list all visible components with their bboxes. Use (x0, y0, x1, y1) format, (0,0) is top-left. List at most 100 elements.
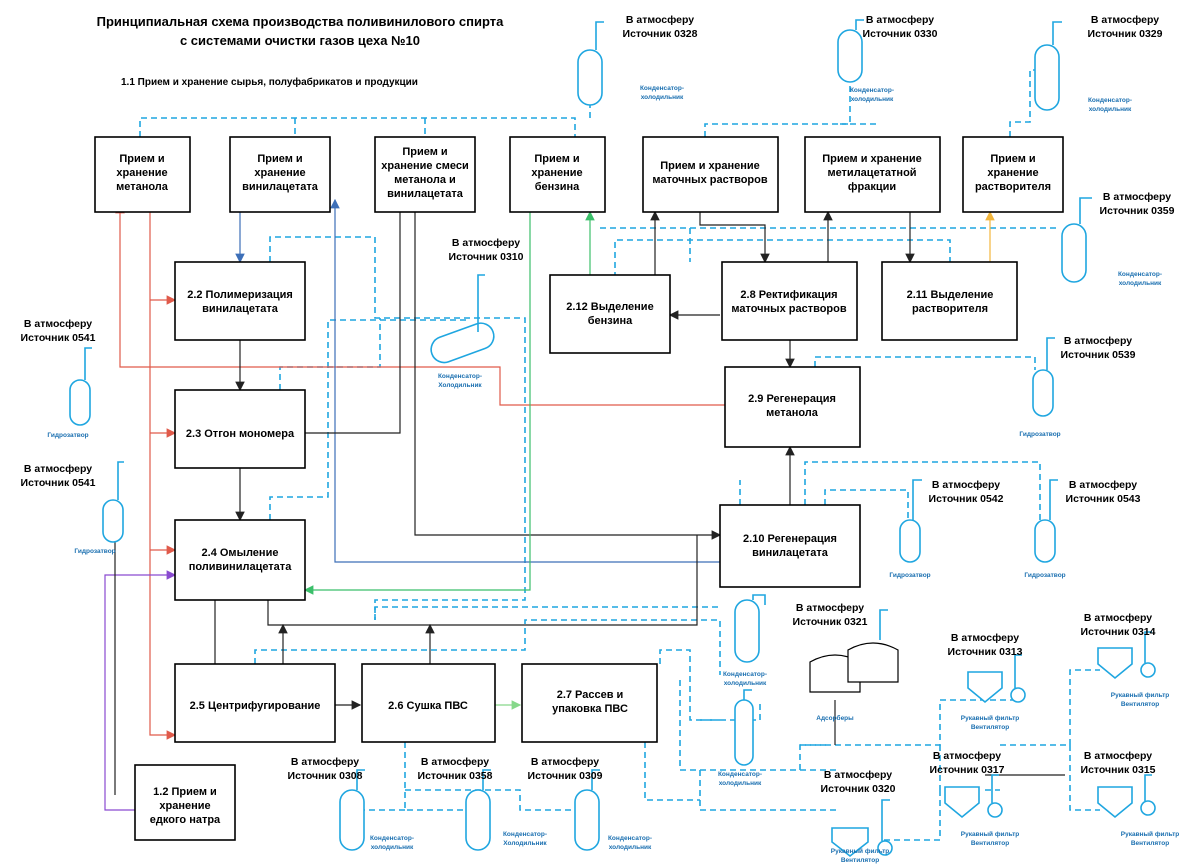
svg-text:Источник 0330: Источник 0330 (863, 28, 938, 40)
svg-text:В атмосферу: В атмосферу (531, 756, 599, 768)
svg-text:Источник 0314: Источник 0314 (1081, 626, 1156, 638)
svg-text:холодильник: холодильник (1119, 280, 1162, 287)
source-0314: В атмосферу Источник 0314 (1081, 612, 1156, 638)
source-0321: В атмосферу Источник 0321 (793, 602, 868, 628)
box-methanol-storage: Прием и хранение метанола (94, 136, 191, 213)
svg-text:Холодильник: Холодильник (438, 382, 482, 389)
adsorbers: Адсорберы (809, 609, 899, 722)
source-0541-a: В атмосферу Источник 0541 (21, 318, 96, 344)
svg-text:Источник 0313: Источник 0313 (948, 646, 1023, 658)
svg-text:Вентилятор: Вентилятор (1131, 840, 1169, 847)
box-label: Прием и (119, 153, 164, 165)
svg-text:Источник 0358: Источник 0358 (418, 770, 493, 782)
box-label: винилацетата (387, 188, 464, 200)
box-2-9-methanol-regeneration: 2.9 Регенерация метанола (724, 366, 861, 448)
bag-filter-0317: Рукавный фильтр Вентилятор (944, 774, 1020, 847)
svg-text:Вентилятор: Вентилятор (841, 857, 879, 864)
svg-text:Вентилятор: Вентилятор (1121, 701, 1159, 708)
svg-text:Источник 0539: Источник 0539 (1061, 349, 1136, 361)
svg-text:В атмосферу: В атмосферу (1084, 750, 1152, 762)
source-0320: В атмосферу Источник 0320 (821, 769, 896, 795)
box-label: 2.10 Регенерация (743, 533, 837, 545)
source-0308: В атмосферу Источник 0308 (288, 756, 363, 782)
source-0313: В атмосферу Источник 0313 (948, 632, 1023, 658)
svg-text:Конденсатор-: Конденсатор- (438, 373, 482, 380)
box-label: Прием и (402, 146, 447, 158)
hydraulic-seal-0542: Гидрозатвор (889, 479, 931, 579)
svg-text:В атмосферу: В атмосферу (796, 602, 864, 614)
box-2-10-vinylacetate-regeneration: 2.10 Регенерация винилацетата (719, 504, 861, 588)
box-label: 2.12 Выделение (566, 301, 653, 313)
svg-text:В атмосферу: В атмосферу (951, 632, 1019, 644)
box-label: винилацетата (752, 547, 829, 559)
svg-text:Адсорберы: Адсорберы (816, 714, 854, 722)
svg-text:В атмосферу: В атмосферу (421, 756, 489, 768)
svg-text:Источник 0542: Источник 0542 (929, 493, 1004, 505)
svg-text:Источник 0308: Источник 0308 (288, 770, 363, 782)
box-label: упаковка ПВС (552, 703, 628, 715)
box-label: метанола и (394, 174, 456, 186)
box-label: винилацетата (242, 181, 319, 193)
box-label: 2.2 Полимеризация (187, 289, 293, 301)
box-label: поливинилацетата (189, 561, 293, 573)
condenser-0358: Конденсатор- Холодильник (465, 769, 547, 851)
svg-text:Источник 0310: Источник 0310 (449, 251, 524, 263)
bag-filter-0314: Рукавный фильтр Вентилятор (1097, 631, 1170, 708)
svg-text:Гидрозатвор: Гидрозатвор (47, 432, 88, 439)
svg-text:Рукавный фильтр: Рукавный фильтр (831, 847, 890, 855)
box-1-2-naoh-storage: 1.2 Прием и хранение едкого натра (134, 764, 236, 841)
svg-text:холодильник: холодильник (641, 94, 684, 101)
diagram-title-line1: Принципиальная схема производства поливи… (97, 14, 504, 29)
box-2-11-solvent-separation: 2.11 Выделение растворителя (881, 261, 1018, 341)
svg-text:В атмосферу: В атмосферу (866, 14, 934, 26)
svg-text:Рукавный фильтр: Рукавный фильтр (961, 830, 1020, 838)
svg-text:холодильник: холодильник (851, 96, 894, 103)
svg-text:Гидрозатвор: Гидрозатвор (74, 548, 115, 555)
source-0317: В атмосферу Источник 0317 (930, 750, 1005, 776)
source-0358: В атмосферу Источник 0358 (418, 756, 493, 782)
svg-text:Рукавный фильтр: Рукавный фильтр (1111, 691, 1170, 699)
condenser-0310: Конденсатор- Холодильник (430, 274, 495, 389)
condenser-0321: Конденсатор- холодильник (723, 594, 767, 687)
source-0328: В атмосферу Источник 0328 (623, 14, 698, 40)
svg-text:Источник 0328: Источник 0328 (623, 28, 698, 40)
box-label: 2.11 Выделение (907, 289, 994, 301)
box-label: 2.9 Регенерация (748, 393, 836, 405)
condenser-0308: Конденсатор- холодильник (339, 769, 414, 851)
svg-text:Конденсатор-: Конденсатор- (370, 835, 414, 842)
box-2-4-saponification: 2.4 Омыление поливинилацетата (174, 519, 306, 601)
svg-text:В атмосферу: В атмосферу (1103, 191, 1171, 203)
svg-text:холодильник: холодильник (371, 844, 414, 851)
source-0539: В атмосферу Источник 0539 (1061, 335, 1136, 361)
box-label: Прием и хранение (660, 160, 760, 172)
svg-text:Гидрозатвор: Гидрозатвор (1019, 431, 1060, 438)
svg-text:холодильник: холодильник (609, 844, 652, 851)
svg-text:Конденсатор-: Конденсатор- (608, 835, 652, 842)
svg-text:В атмосферу: В атмосферу (24, 463, 92, 475)
box-2-3-monomer-stripping: 2.3 Отгон мономера (174, 389, 306, 469)
box-label: хранение (116, 167, 167, 179)
box-label: метанола (766, 407, 819, 419)
box-label: хранение (531, 167, 582, 179)
svg-text:В атмосферу: В атмосферу (452, 237, 520, 249)
condenser-0330: Конденсатор- холодильник (837, 19, 894, 103)
svg-text:Конденсатор-: Конденсатор- (1088, 97, 1132, 104)
hydraulic-seal-0541a: Гидрозатвор (47, 347, 92, 439)
svg-text:Холодильник: Холодильник (503, 840, 547, 847)
svg-text:Источник 0309: Источник 0309 (528, 770, 603, 782)
svg-text:Источник 0315: Источник 0315 (1081, 764, 1156, 776)
box-label: хранение (987, 167, 1038, 179)
box-label: винилацетата (202, 303, 279, 315)
svg-text:Конденсатор-: Конденсатор- (723, 671, 767, 678)
svg-text:Конденсатор-: Конденсатор- (1118, 271, 1162, 278)
diagram-title-line2: с системами очистки газов цеха №10 (180, 33, 420, 48)
box-label: едкого натра (150, 814, 221, 826)
svg-text:Источник 0329: Источник 0329 (1088, 28, 1163, 40)
svg-text:В атмосферу: В атмосферу (1069, 479, 1137, 491)
svg-text:В атмосферу: В атмосферу (626, 14, 694, 26)
box-methylacetate-storage: Прием и хранение метилацетатной фракции (804, 136, 941, 213)
svg-text:В атмосферу: В атмосферу (1084, 612, 1152, 624)
box-label: фракции (848, 181, 896, 193)
box-label: хранение смеси (381, 160, 468, 172)
